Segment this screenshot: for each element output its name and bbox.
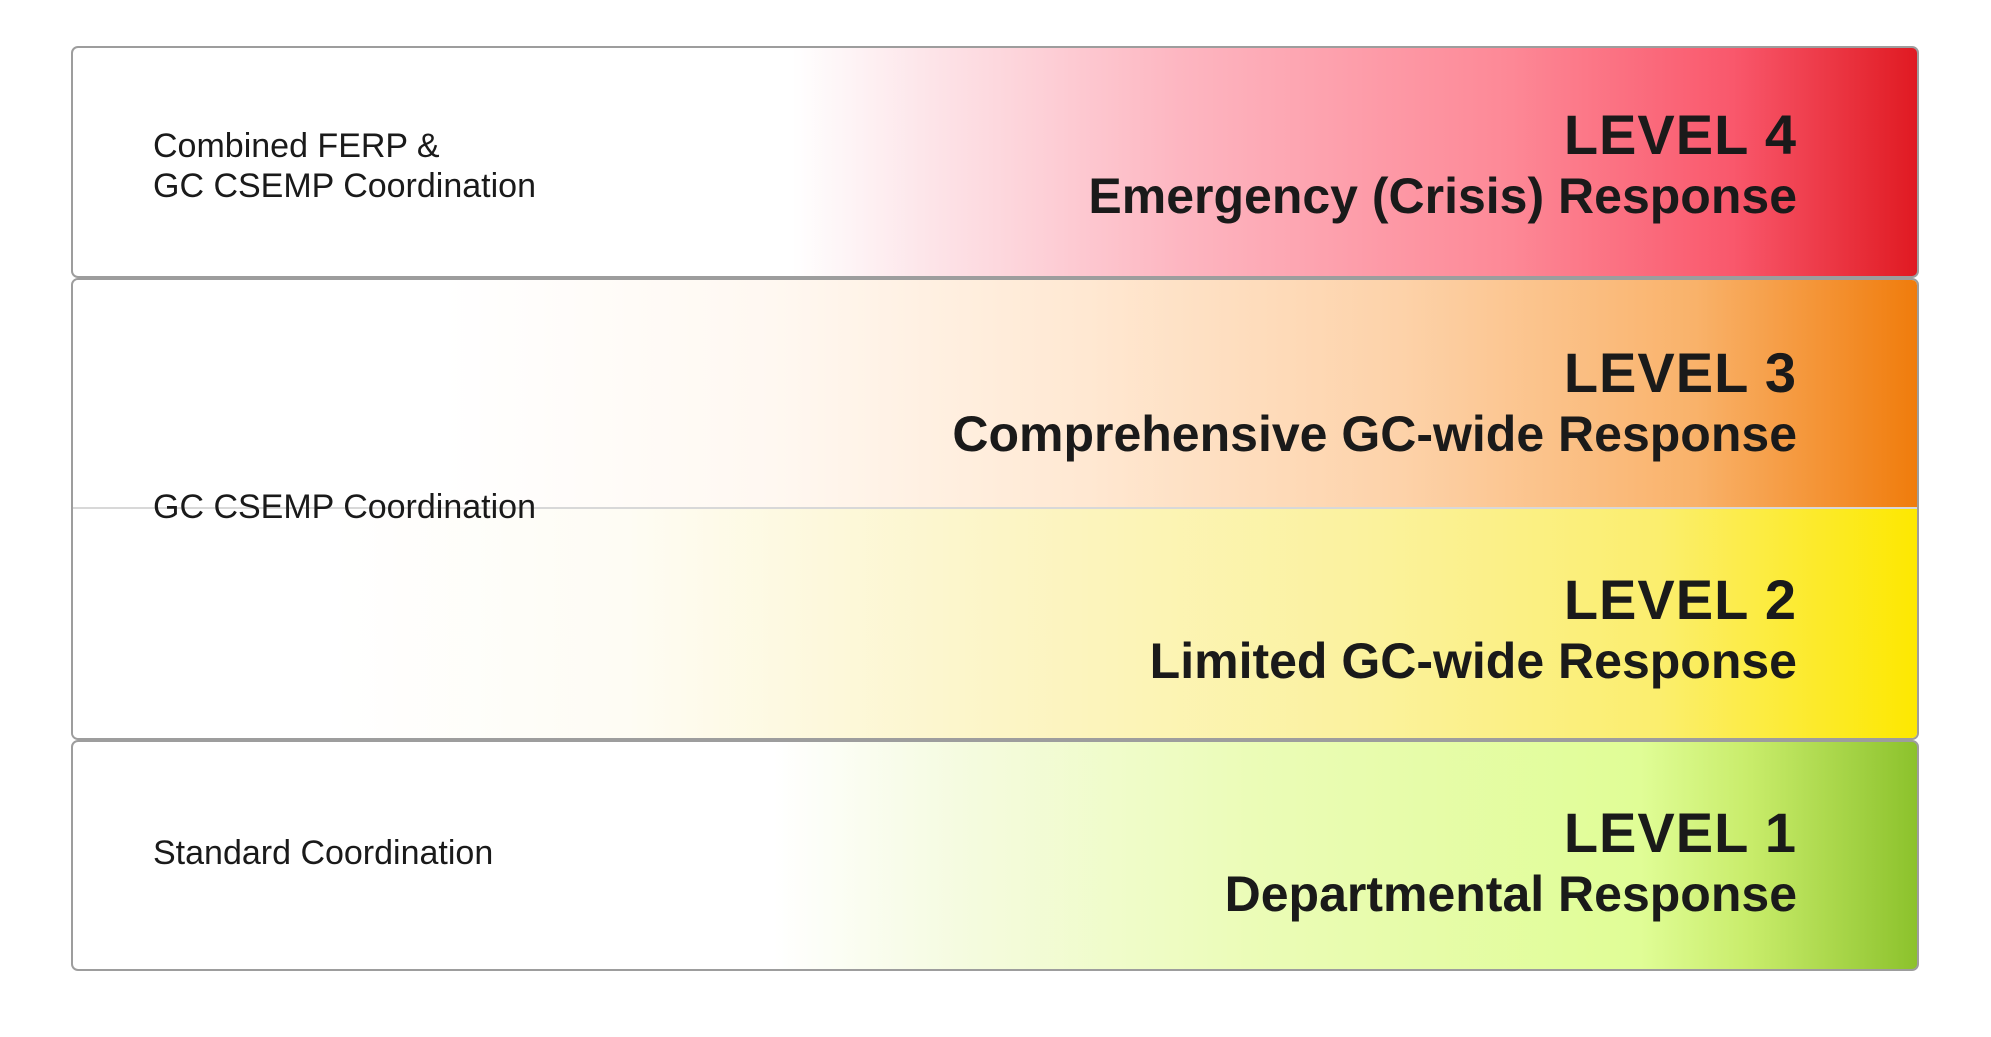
level-1-title: LEVEL 1 [1563, 801, 1797, 864]
level-4-coordination-line-2: GC CSEMP Coordination [153, 167, 536, 205]
level-1-heading: LEVEL 1 Departmental Response [1225, 802, 1797, 924]
level-3-title: LEVEL 3 [1563, 341, 1797, 404]
level-4-heading: LEVEL 4 Emergency (Crisis) Response [1088, 104, 1797, 226]
level-3-subtitle: Comprehensive GC-wide Response [952, 406, 1797, 462]
level-2-subtitle: Limited GC-wide Response [1149, 633, 1797, 689]
level-4-coordination-label: Combined FERP & GC CSEMP Coordination [153, 126, 536, 206]
level-4-subtitle: Emergency (Crisis) Response [1088, 168, 1797, 224]
level-4-band: Combined FERP & GC CSEMP Coordination LE… [71, 46, 1919, 278]
level-3-heading: LEVEL 3 Comprehensive GC-wide Response [952, 342, 1797, 464]
level-2-heading: LEVEL 2 Limited GC-wide Response [1150, 569, 1797, 691]
level-2-band: LEVEL 2 Limited GC-wide Response [73, 509, 1917, 738]
level-3-2-coordination-label: GC CSEMP Coordination [153, 488, 536, 526]
level-3-band: LEVEL 3 Comprehensive GC-wide Response [73, 280, 1917, 509]
level-4-title: LEVEL 4 [1563, 103, 1797, 166]
level-3-2-band: LEVEL 3 Comprehensive GC-wide Response L… [71, 278, 1919, 740]
level-4-coordination-line-1: Combined FERP & [153, 127, 440, 165]
level-2-title: LEVEL 2 [1563, 568, 1797, 631]
level-1-coordination-label: Standard Coordination [153, 834, 494, 872]
level-1-band: Standard Coordination LEVEL 1 Department… [71, 740, 1919, 971]
level-1-subtitle: Departmental Response [1224, 866, 1797, 922]
